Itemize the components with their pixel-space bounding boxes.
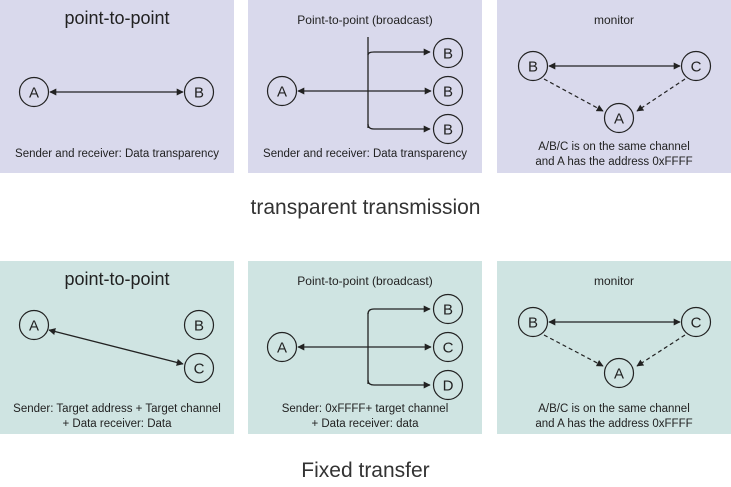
caption-line-2: + Data receiver: data bbox=[311, 418, 419, 430]
node-a: A bbox=[266, 331, 298, 363]
node-b: B bbox=[517, 306, 549, 338]
fixed-p2p-title: point-to-point bbox=[64, 269, 170, 289]
link-c-a bbox=[636, 334, 686, 367]
caption-line-1: A/B/C is on the same channel bbox=[538, 403, 690, 415]
node-c: C bbox=[680, 50, 712, 82]
svg-text:B: B bbox=[528, 59, 538, 76]
node-a: A bbox=[603, 102, 635, 134]
transparent-p2p-panel: point-to-point A B Sender and receiver: … bbox=[0, 0, 234, 173]
svg-text:D: D bbox=[443, 378, 454, 395]
node-a: A bbox=[603, 357, 635, 389]
fixed-broadcast-title: Point-to-point (broadcast) bbox=[297, 274, 433, 288]
transparent-broadcast-title: Point-to-point (broadcast) bbox=[297, 13, 433, 27]
caption-line-2: and A has the address 0xFFFF bbox=[535, 156, 693, 168]
caption-line-1: Sender: Target address + Target channel bbox=[13, 403, 221, 415]
transparent-monitor-diagram: B C A bbox=[517, 50, 712, 134]
branch-bottom bbox=[367, 379, 431, 389]
link-b-a bbox=[543, 334, 604, 367]
node-b: B bbox=[183, 76, 215, 108]
svg-text:C: C bbox=[194, 361, 205, 378]
svg-text:B: B bbox=[443, 84, 453, 101]
link-c-a bbox=[636, 78, 686, 112]
transparent-broadcast-diagram: A B B B bbox=[266, 37, 464, 145]
svg-text:C: C bbox=[691, 59, 702, 76]
fixed-p2p-panel: point-to-point A B C Sender: Target addr… bbox=[0, 261, 234, 434]
transparent-broadcast-panel: Point-to-point (broadcast) A B B B Sende… bbox=[248, 0, 482, 173]
fixed-broadcast-panel: Point-to-point (broadcast) A B C D Sende… bbox=[248, 261, 482, 434]
fixed-monitor-title: monitor bbox=[593, 274, 634, 288]
svg-text:B: B bbox=[194, 318, 204, 335]
transparent-monitor-caption: A/B/C is on the same channel and A has t… bbox=[497, 140, 731, 170]
svg-text:B: B bbox=[528, 315, 538, 332]
node-c: C bbox=[680, 306, 712, 338]
branch-top bbox=[367, 305, 431, 315]
transparent-p2p-caption: Sender and receiver: Data transparency bbox=[15, 148, 219, 160]
node-b-bottom: B bbox=[432, 113, 464, 145]
node-c: C bbox=[432, 331, 464, 363]
node-a: A bbox=[18, 76, 50, 108]
caption-line-2: and A has the address 0xFFFF bbox=[535, 418, 693, 430]
node-a: A bbox=[18, 309, 50, 341]
node-b: B bbox=[183, 309, 215, 341]
svg-text:A: A bbox=[277, 340, 287, 357]
caption-line-1: Sender: 0xFFFF+ target channel bbox=[281, 403, 449, 415]
branch-bottom bbox=[367, 123, 431, 133]
node-b: B bbox=[432, 293, 464, 325]
svg-text:B: B bbox=[443, 122, 453, 139]
svg-text:A: A bbox=[614, 366, 624, 383]
fixed-monitor-diagram: B C A bbox=[517, 306, 712, 389]
svg-text:A: A bbox=[29, 85, 39, 102]
node-c: C bbox=[183, 352, 215, 384]
svg-text:B: B bbox=[443, 46, 453, 63]
node-b: B bbox=[517, 50, 549, 82]
transparent-p2p-title: point-to-point bbox=[64, 8, 170, 28]
fixed-broadcast-caption: Sender: 0xFFFF+ target channel + Data re… bbox=[248, 402, 482, 432]
transparent-p2p-diagram: A B bbox=[18, 76, 215, 108]
svg-text:A: A bbox=[277, 84, 287, 101]
svg-text:B: B bbox=[194, 85, 204, 102]
fixed-section-title: Fixed transfer bbox=[301, 459, 430, 482]
link-b-a bbox=[543, 78, 604, 112]
svg-text:A: A bbox=[614, 111, 624, 128]
svg-text:B: B bbox=[443, 302, 453, 319]
svg-text:C: C bbox=[443, 340, 454, 357]
fixed-p2p-diagram: A B C bbox=[18, 309, 215, 384]
fixed-broadcast-diagram: A B C D bbox=[266, 293, 464, 401]
svg-text:C: C bbox=[691, 315, 702, 332]
node-b-top: B bbox=[432, 37, 464, 69]
node-b-mid: B bbox=[432, 75, 464, 107]
fixed-monitor-caption: A/B/C is on the same channel and A has t… bbox=[497, 402, 731, 432]
transparent-section-title: transparent transmission bbox=[250, 196, 481, 219]
node-d: D bbox=[432, 369, 464, 401]
node-a: A bbox=[266, 75, 298, 107]
caption-line-2: + Data receiver: Data bbox=[62, 418, 172, 430]
caption-line-1: A/B/C is on the same channel bbox=[538, 141, 690, 153]
transparent-broadcast-caption: Sender and receiver: Data transparency bbox=[263, 148, 467, 160]
branch-top bbox=[367, 48, 431, 56]
link-a-c bbox=[48, 328, 184, 366]
transparent-monitor-panel: monitor B C A A/B/C is on the same chann… bbox=[497, 0, 731, 173]
fixed-monitor-panel: monitor B C A A/B/C is on the same chann… bbox=[497, 261, 731, 434]
fixed-p2p-caption: Sender: Target address + Target channel … bbox=[0, 402, 234, 432]
transparent-monitor-title: monitor bbox=[593, 13, 634, 27]
svg-text:A: A bbox=[29, 318, 39, 335]
